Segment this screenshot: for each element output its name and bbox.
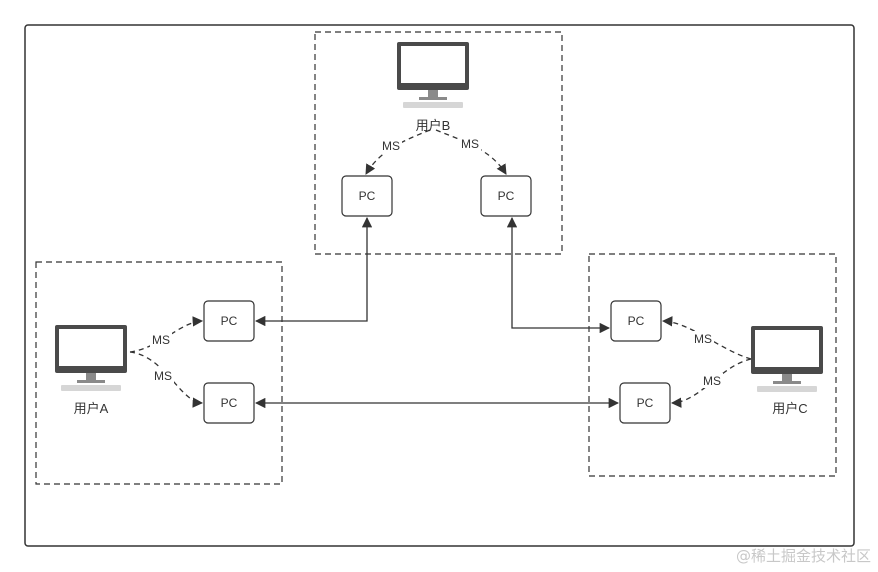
pc-label: PC	[221, 396, 238, 410]
group-box-user-c	[588, 253, 837, 477]
user-b-label: 用户B	[416, 118, 451, 133]
pc-node-a1: PC	[203, 300, 255, 342]
pc-label: PC	[628, 314, 645, 328]
pc-node-c1: PC	[610, 300, 662, 342]
pc-node-a2: PC	[203, 382, 255, 424]
group-box-user-b	[314, 31, 563, 255]
ms-connector	[129, 316, 204, 353]
pc-label: PC	[359, 189, 376, 203]
monitor-icon	[397, 42, 469, 108]
pc-node-b1: PC	[341, 175, 393, 217]
ms-label: MS	[461, 137, 479, 151]
ms-connector	[435, 129, 507, 175]
pc-label: PC	[637, 396, 654, 410]
pc-node-c2: PC	[619, 382, 671, 424]
watermark-text: @稀土掘金技术社区	[736, 547, 871, 565]
user-c-label: 用户C	[772, 401, 807, 416]
pc-label: PC	[498, 189, 515, 203]
monitor-icon	[55, 325, 127, 391]
user-a-label: 用户A	[74, 401, 109, 416]
ms-label: MS	[154, 369, 172, 383]
ms-label: MS	[703, 374, 721, 388]
pc-node-b2: PC	[480, 175, 532, 217]
ms-connector	[661, 316, 752, 360]
pc-link-b2-c1	[506, 216, 611, 334]
monitor-icon	[751, 326, 823, 392]
pc-link-a1-b1	[254, 216, 373, 327]
group-box-user-a	[35, 261, 283, 485]
ms-label: MS	[152, 333, 170, 347]
outer-frame	[24, 24, 855, 547]
pc-label: PC	[221, 314, 238, 328]
ms-label: MS	[694, 332, 712, 346]
ms-label: MS	[382, 139, 400, 153]
